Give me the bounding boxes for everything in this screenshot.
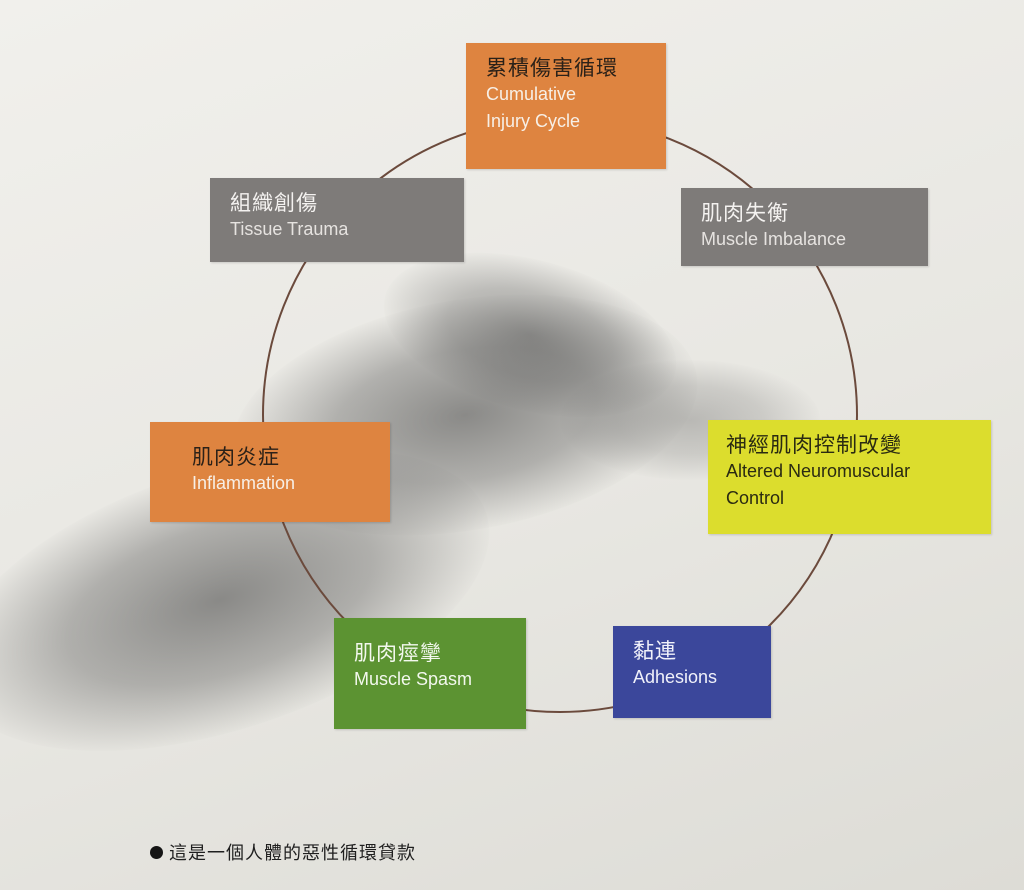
node-zh-label: 黏連	[633, 639, 677, 663]
node-zh-label: 肌肉失衡	[701, 201, 789, 225]
node-zh-label: 肌肉痙攣	[354, 641, 442, 665]
node-zh-label: 肌肉炎症	[192, 445, 280, 469]
bullet-icon	[150, 846, 163, 859]
node-en-label: Altered Neuromuscular	[726, 461, 911, 481]
node-tissue-trauma: 組織創傷 Tissue Trauma	[210, 178, 464, 262]
node-zh-label: 神經肌肉控制改變	[726, 433, 902, 457]
node-en-label: Tissue Trauma	[230, 219, 349, 239]
node-zh-label: 累積傷害循環	[486, 56, 618, 80]
node-altered-neuromuscular-control: 神經肌肉控制改變 Altered Neuromuscular Control	[708, 420, 991, 534]
node-en-label: Muscle Spasm	[354, 669, 473, 689]
node-muscle-spasm: 肌肉痙攣 Muscle Spasm	[334, 618, 526, 729]
node-adhesions: 黏連 Adhesions	[613, 626, 771, 718]
node-cumulative-injury-cycle: 累積傷害循環 Cumulative Injury Cycle	[466, 43, 666, 169]
caption-text: 這是一個人體的惡性循環貸款	[169, 843, 416, 864]
node-en-label: Muscle Imbalance	[701, 229, 847, 249]
figure-caption: 這是一個人體的惡性循環貸款	[150, 839, 416, 865]
node-muscle-imbalance: 肌肉失衡 Muscle Imbalance	[681, 188, 928, 266]
node-en-label: Cumulative	[486, 84, 577, 104]
node-en-label: Injury Cycle	[486, 111, 581, 131]
node-en-label: Inflammation	[192, 473, 296, 493]
node-zh-label: 組織創傷	[230, 191, 318, 215]
node-en-label: Control	[726, 488, 785, 508]
node-en-label: Adhesions	[633, 667, 718, 687]
node-inflammation: 肌肉炎症 Inflammation	[150, 422, 390, 522]
